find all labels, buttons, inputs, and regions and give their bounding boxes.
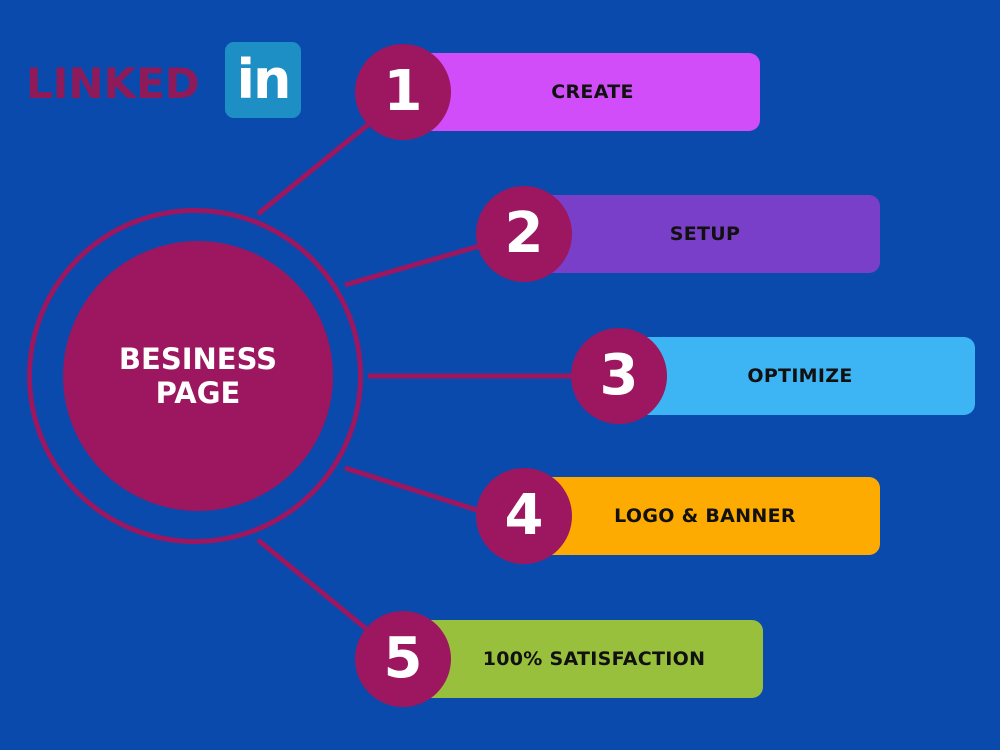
step-label-2: SETUP (669, 223, 741, 245)
step-pill-5: 100% SATISFACTION (420, 620, 763, 698)
step-number-3: 3 (571, 328, 667, 424)
step-pill-4: LOGO & BANNER (540, 477, 880, 555)
step-number-2: 2 (476, 186, 572, 282)
step-pill-3: OPTIMIZE (635, 337, 975, 415)
connector-line-1 (256, 121, 372, 216)
hub-circle: BESINESS PAGE (63, 241, 333, 511)
step-pill-2: SETUP (540, 195, 880, 273)
step-pill-1: CREATE (420, 53, 760, 131)
linkedin-logo-icon: in (225, 42, 301, 118)
connector-line-2 (344, 242, 484, 288)
step-label-4: LOGO & BANNER (614, 505, 796, 527)
connector-line-4 (344, 465, 484, 515)
brand-wordmark: LINKED (26, 59, 200, 108)
hub-outer-ring (27, 208, 363, 544)
step-number-4: 4 (476, 468, 572, 564)
hub-label: BESINESS PAGE (118, 342, 278, 410)
step-label-1: CREATE (551, 81, 634, 103)
step-label-5: 100% SATISFACTION (482, 648, 706, 670)
connector-line-5 (256, 538, 372, 634)
step-label-3: OPTIMIZE (747, 365, 853, 387)
step-number-5: 5 (355, 611, 451, 707)
step-number-1: 1 (355, 44, 451, 140)
